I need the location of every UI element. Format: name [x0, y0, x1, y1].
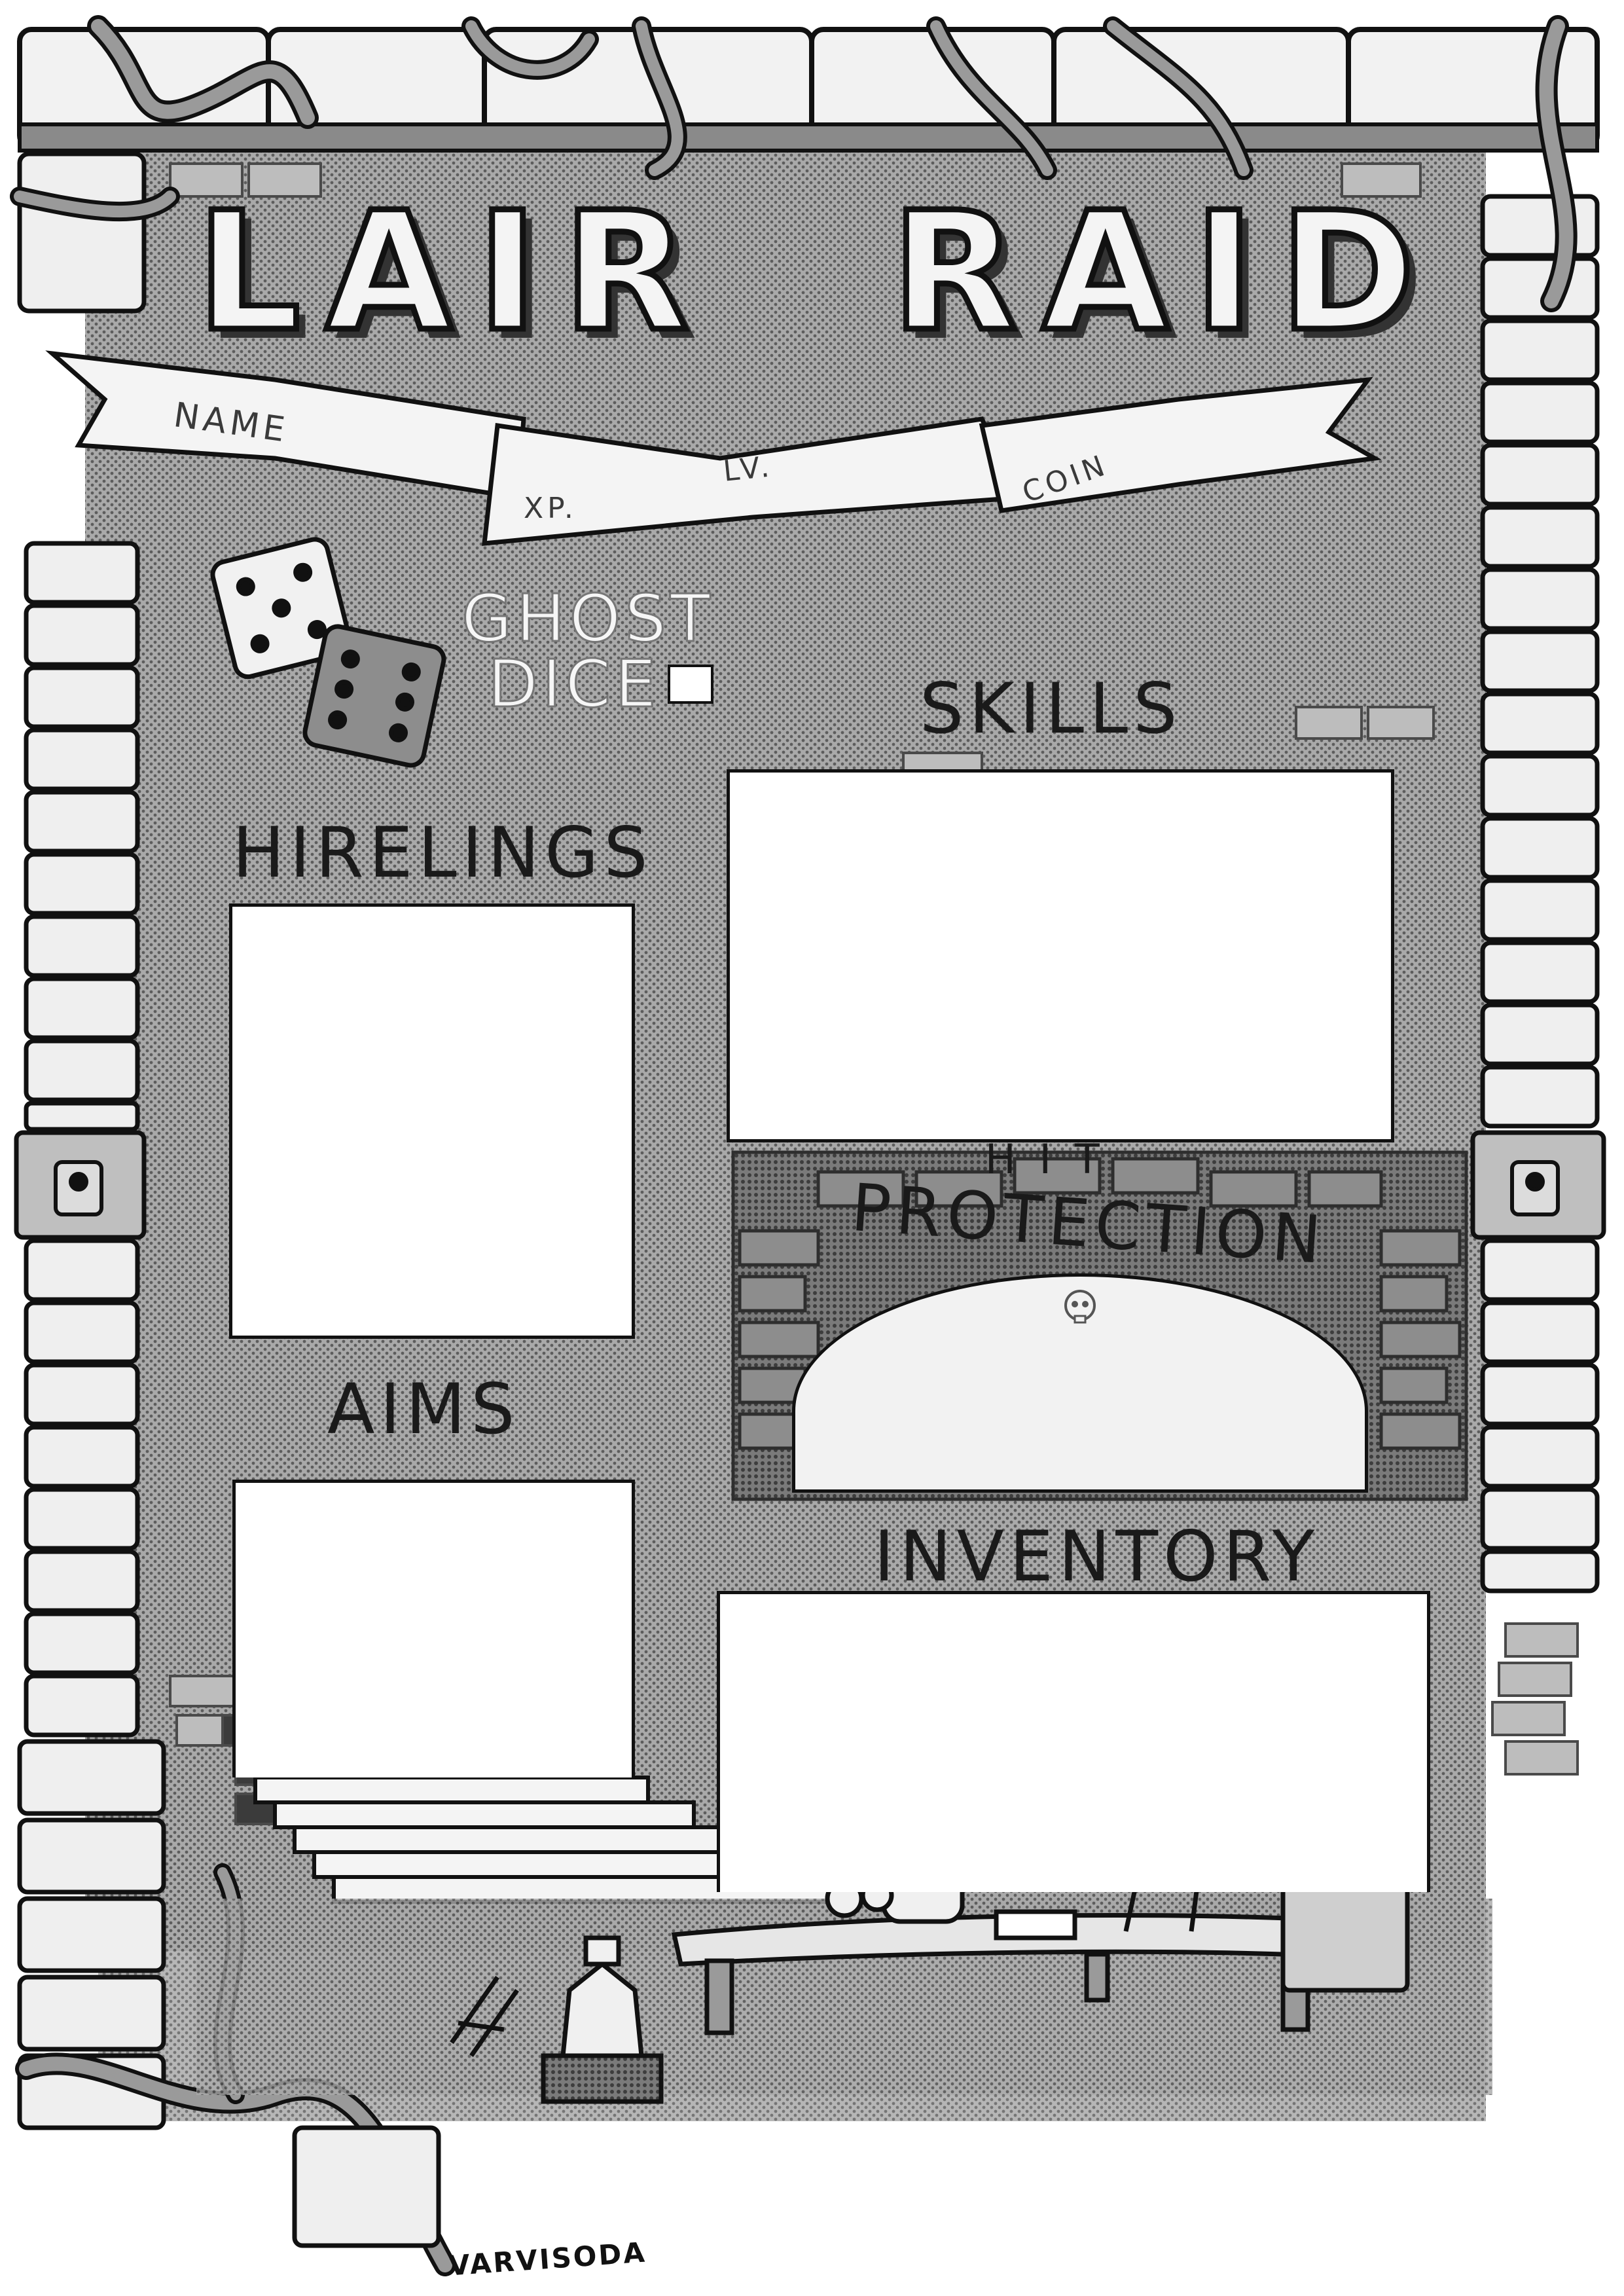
aims-box[interactable]: [232, 1480, 635, 1777]
coin-field[interactable]: [1152, 419, 1335, 458]
skills-box[interactable]: [727, 769, 1394, 1142]
skills-heading: SKILLS: [920, 668, 1183, 749]
ghost-dice-line2: DICE: [487, 646, 660, 722]
ghost-dice-field[interactable]: [668, 665, 713, 704]
top-lintel: [17, 27, 1600, 153]
left-pillar: [14, 151, 166, 2130]
aims-heading: AIMS: [327, 1369, 520, 1449]
hirelings-box[interactable]: [229, 903, 635, 1339]
title-word-raid: RAID: [888, 173, 1440, 370]
name-field[interactable]: [314, 426, 497, 465]
xp-field[interactable]: [589, 471, 720, 511]
hit-protection-box[interactable]: [792, 1273, 1368, 1493]
inventory-box[interactable]: [717, 1591, 1430, 1892]
lantern-icon: [541, 1935, 664, 2104]
ghost-dice-label: GHOST DICE: [461, 580, 714, 722]
inventory-heading: INVENTORY: [874, 1516, 1320, 1597]
broken-chair: [450, 1975, 519, 2058]
hirelings-heading: HIRELINGS: [232, 812, 653, 893]
hit-label: HIT: [985, 1135, 1123, 1183]
name-banner: [45, 350, 1382, 546]
lv-field[interactable]: [779, 445, 975, 484]
ghost-dice-line1: GHOST: [461, 580, 714, 657]
lock-icon: [54, 1160, 1560, 1216]
skull-icon: [1064, 1290, 1096, 1324]
dice-icon: [210, 537, 446, 768]
page-title: LAIR RAID: [193, 173, 1440, 370]
bottom-stone: [292, 2125, 441, 2248]
xp-label: XP.: [524, 492, 577, 525]
lv-label: LV.: [721, 450, 775, 488]
title-word-lair: LAIR: [193, 173, 714, 370]
right-pillar: [1470, 194, 1606, 1594]
